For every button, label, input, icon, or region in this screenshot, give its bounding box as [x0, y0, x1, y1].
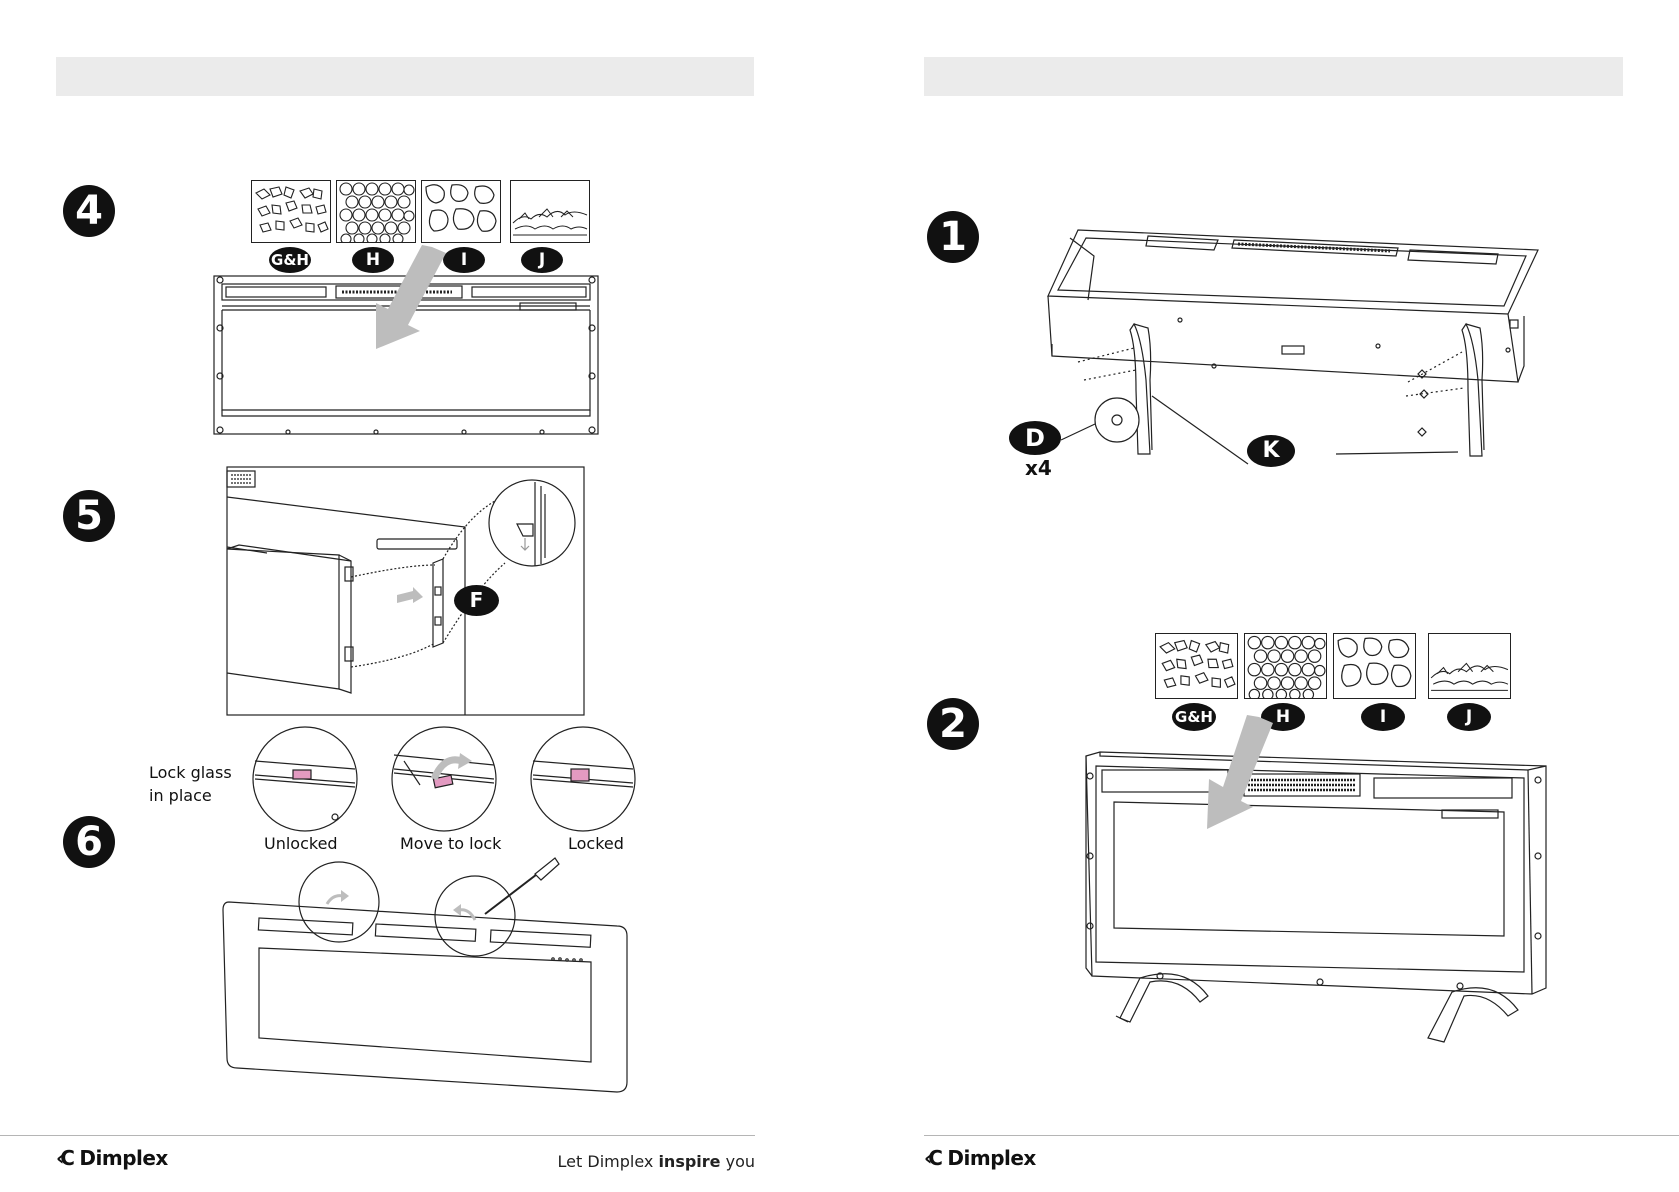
footer-tagline: Let Dimplex inspire you — [558, 1152, 755, 1171]
media-thumbnail-h — [336, 180, 416, 243]
media-thumbnail-h — [1244, 633, 1327, 699]
fireplace-glass-front-diagram — [219, 862, 629, 1094]
media-thumbnail-i — [1333, 633, 1416, 699]
step-number-4: 4 — [63, 185, 115, 237]
brand-mark: ‹C — [56, 1146, 71, 1170]
footer-rule — [924, 1135, 1679, 1136]
media-thumbnail-j — [1428, 633, 1511, 699]
callout-d: D — [1009, 421, 1061, 455]
manual-page-right: 1 — [920, 0, 1679, 1192]
callout-k: K — [1247, 435, 1295, 467]
brand-logo: ‹C Dimplex — [924, 1146, 1036, 1170]
lock-glass-caption-line1: Lock glass — [149, 763, 232, 782]
step-number-1: 1 — [927, 211, 979, 263]
brand-name: Dimplex — [79, 1146, 167, 1170]
fireplace-with-legs-diagram — [1080, 746, 1550, 1046]
lock-state-move-circle — [390, 725, 498, 833]
lock-state-unlocked-circle — [251, 725, 359, 833]
media-thumbnail-j — [510, 180, 590, 243]
section-header-bar — [924, 57, 1623, 96]
insert-media-arrow — [1197, 715, 1277, 831]
step-number-6: 6 — [63, 816, 115, 868]
lock-detail-zoom-circle — [487, 478, 577, 568]
media-label-i: I — [1361, 703, 1405, 731]
lock-state-label-unlocked: Unlocked — [264, 834, 338, 853]
brand-mark: ‹C — [924, 1146, 939, 1170]
lock-state-label-move: Move to lock — [400, 834, 501, 853]
lock-state-label-locked: Locked — [568, 834, 624, 853]
section-header-bar — [56, 57, 754, 96]
footer-rule — [0, 1135, 755, 1136]
media-thumbnail-gh — [251, 180, 331, 243]
step-number-5: 5 — [63, 490, 115, 542]
lock-glass-caption-line2: in place — [149, 786, 212, 805]
media-thumbnail-i — [421, 180, 501, 243]
callout-f: F — [454, 585, 499, 616]
manual-page-left: 4 G&H H I J — [0, 0, 790, 1192]
insert-media-arrow — [364, 245, 454, 355]
screw-detail-circle — [1087, 390, 1147, 450]
callout-d-quantity: x4 — [1025, 456, 1052, 480]
brand-name: Dimplex — [947, 1146, 1035, 1170]
step-number-2: 2 — [927, 698, 979, 750]
brand-logo: ‹C Dimplex — [56, 1146, 168, 1170]
media-thumbnail-gh — [1155, 633, 1238, 699]
media-label-j: J — [1447, 703, 1491, 731]
lock-state-locked-circle — [529, 725, 637, 833]
